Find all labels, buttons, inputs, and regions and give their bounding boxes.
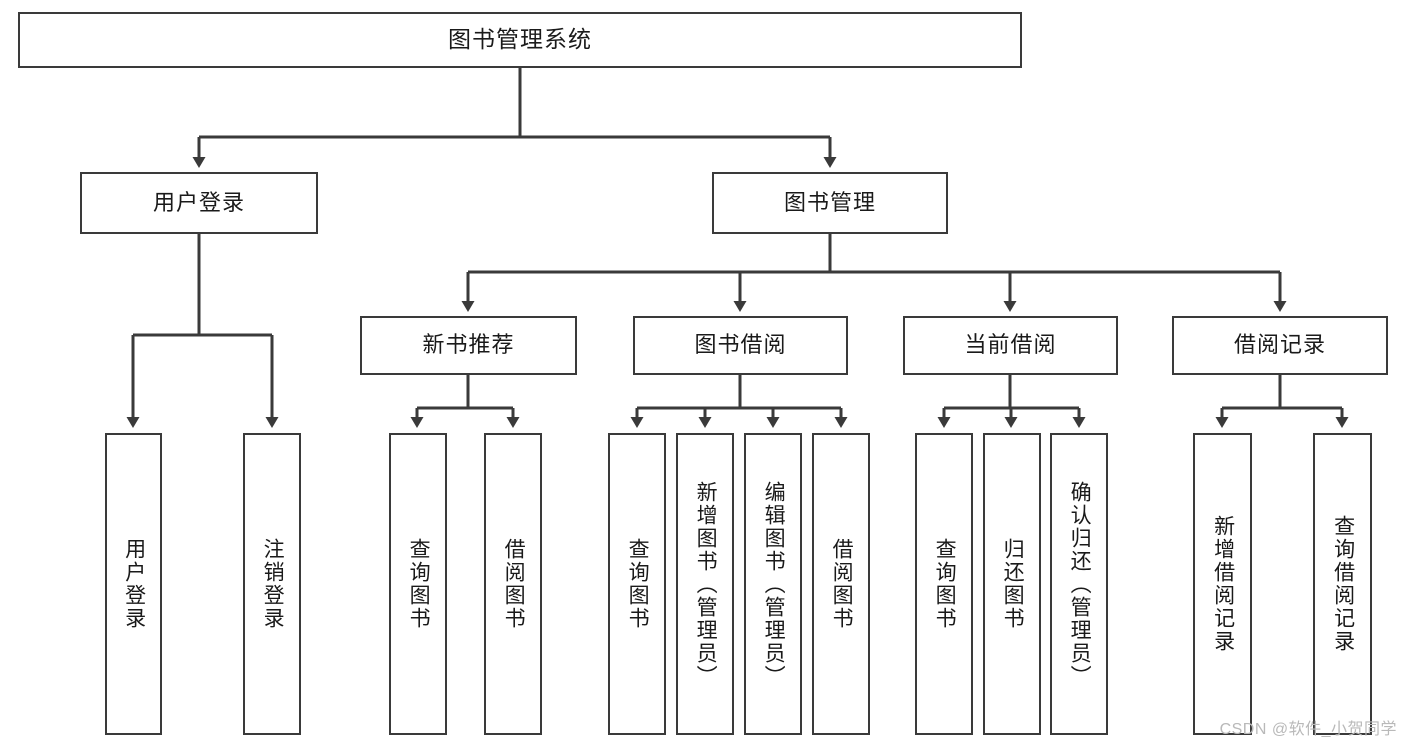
leaf-user-logout[interactable]: 注销登录 (243, 433, 301, 735)
node-book-management[interactable]: 图书管理 (712, 172, 948, 234)
node-label: 确认归还（管理员） (1068, 480, 1092, 688)
leaf-bookborrow-borrow-book[interactable]: 借阅图书 (812, 433, 870, 735)
node-label: 图书借阅 (694, 332, 787, 358)
node-label: 借阅图书 (830, 538, 854, 630)
node-book-borrow[interactable]: 图书借阅 (633, 316, 848, 375)
leaf-bookborrow-edit-book-admin[interactable]: 编辑图书（管理员） (744, 433, 802, 735)
node-label: 图书管理 (783, 189, 876, 215)
node-label: 查询图书 (626, 538, 650, 630)
node-label: 用户登录 (152, 189, 245, 215)
leaf-borrowrecord-add-record[interactable]: 新增借阅记录 (1193, 433, 1252, 735)
node-new-book-recommendation[interactable]: 新书推荐 (360, 316, 577, 375)
leaf-bookborrow-add-book-admin[interactable]: 新增图书（管理员） (676, 433, 734, 735)
node-label: 借阅图书 (502, 538, 526, 630)
leaf-newbook-query-book[interactable]: 查询图书 (389, 433, 447, 735)
node-borrow-record[interactable]: 借阅记录 (1172, 316, 1388, 375)
node-label: 新增借阅记录 (1211, 515, 1235, 653)
node-label: 图书管理系统 (448, 26, 592, 53)
node-user-login[interactable]: 用户登录 (80, 172, 318, 234)
leaf-borrowrecord-query-record[interactable]: 查询借阅记录 (1313, 433, 1372, 735)
node-label: 查询图书 (933, 538, 957, 630)
node-label: 归还图书 (1001, 538, 1025, 630)
node-label: 借阅记录 (1233, 332, 1326, 358)
csdn-watermark: CSDN @软件_小贺同学 (1219, 721, 1397, 738)
node-label: 注销登录 (261, 538, 285, 630)
leaf-newbook-borrow-book[interactable]: 借阅图书 (484, 433, 542, 735)
leaf-currentborrow-confirm-return-admin[interactable]: 确认归还（管理员） (1050, 433, 1108, 735)
leaf-bookborrow-query-book[interactable]: 查询图书 (608, 433, 666, 735)
leaf-currentborrow-return-book[interactable]: 归还图书 (983, 433, 1041, 735)
node-label: 用户登录 (122, 538, 146, 630)
leaf-user-login[interactable]: 用户登录 (105, 433, 162, 735)
node-label: 新书推荐 (422, 332, 515, 358)
node-label: 查询借阅记录 (1331, 515, 1355, 653)
node-root-book-management-system[interactable]: 图书管理系统 (18, 12, 1022, 68)
node-label: 查询图书 (407, 538, 431, 630)
node-current-borrow[interactable]: 当前借阅 (903, 316, 1118, 375)
node-label: 新增图书（管理员） (694, 480, 718, 688)
node-label: 当前借阅 (964, 332, 1057, 358)
leaf-currentborrow-query-book[interactable]: 查询图书 (915, 433, 973, 735)
node-label: 编辑图书（管理员） (762, 480, 786, 688)
